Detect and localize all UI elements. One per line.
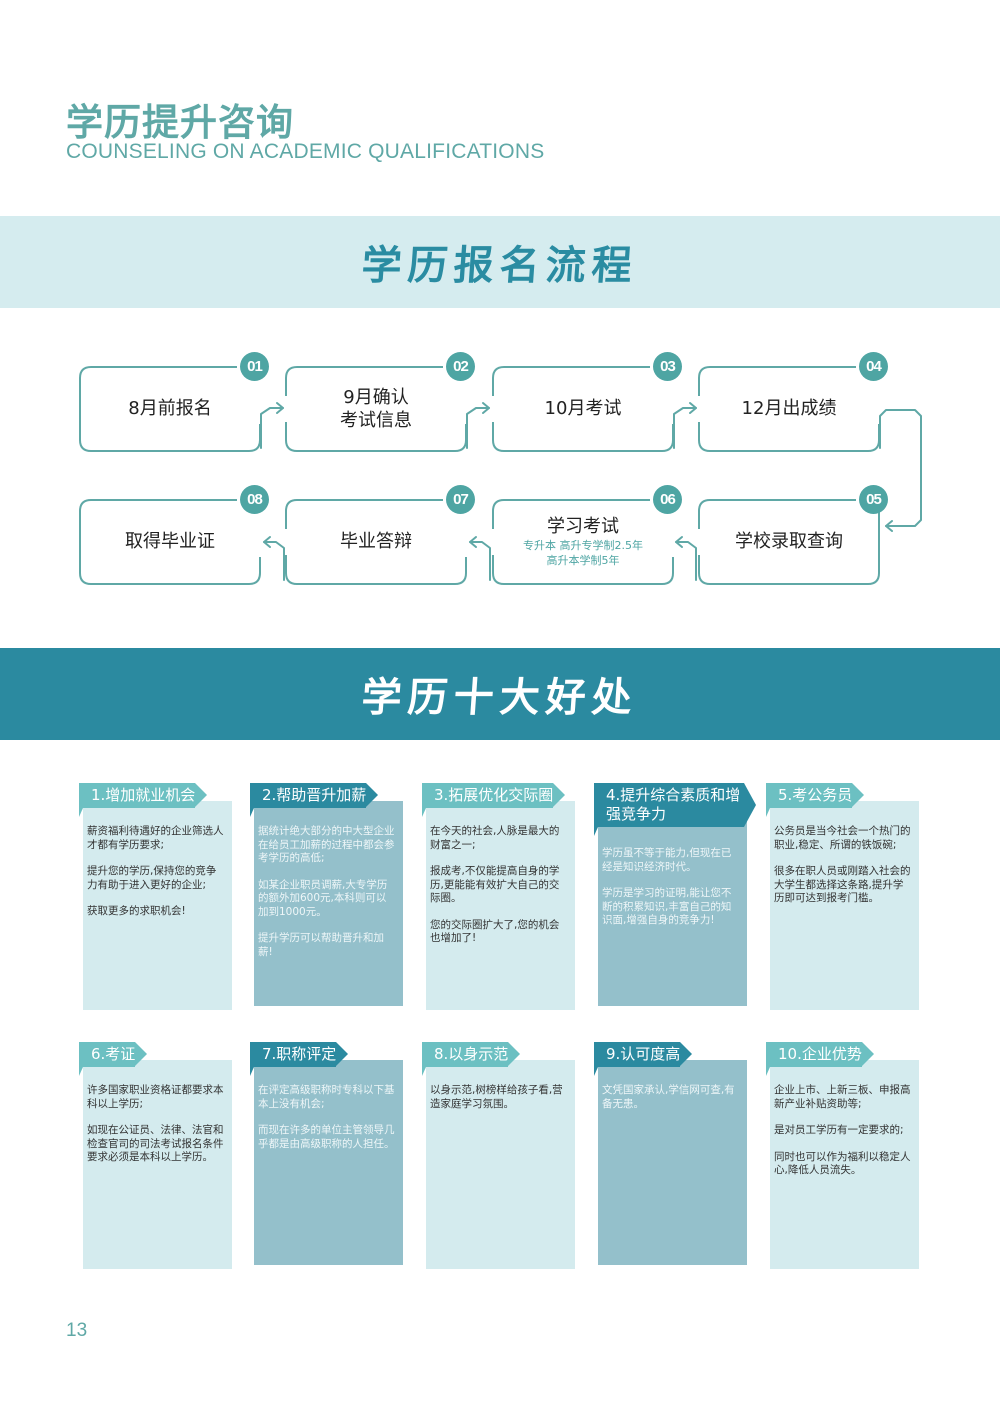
process-step-05: 05 学校录取查询 (698, 485, 888, 585)
process-step-02: 02 9月确认 考试信息 (285, 352, 475, 452)
benefit-card-title: 5.考公务员 (766, 783, 865, 817)
benefit-card-title: 2.帮助晋升加薪 (250, 783, 379, 817)
step-frame (285, 499, 467, 585)
step-frame (285, 366, 467, 452)
benefit-card-title: 4.提升综合素质和增强竞争力 (594, 783, 756, 836)
step-frame (79, 366, 261, 452)
step-label: 学校录取查询 (735, 531, 843, 553)
process-step-01: 01 8月前报名 (79, 352, 269, 452)
benefit-paragraph: 在今天的社会,人脉是最大的财富之一; (430, 825, 560, 851)
benefit-paragraph: 获取更多的求职机会! (87, 905, 186, 917)
step-label: 取得毕业证 (125, 531, 215, 553)
benefits-section-banner: 学历十大好处 (0, 648, 1000, 740)
benefit-paragraph: 很多在职人员或刚踏入社会的大学生都选择这条路,提升学历即可达到报考门槛。 (774, 865, 911, 904)
benefit-paragraph: 报成考,不仅能提高自身的学历,更能能有效扩大自己的交际圈。 (430, 865, 560, 904)
page-title: 学历提升咨询 (66, 101, 294, 144)
step-frame (698, 499, 880, 585)
step-sublabel-line1: 专升本 高升专学制2.5年 (523, 538, 643, 552)
benefit-card-title: 8.以身示范 (422, 1042, 521, 1076)
step-label-line2: 考试信息 (340, 410, 412, 431)
step-label: 12月出成绩 (741, 398, 837, 420)
benefit-card-title: 9.认可度高 (594, 1042, 693, 1076)
benefit-card-4: 4.提升综合素质和增强竞争力 学历虽不等于能力,但现在已经是知识经济时代。 学历… (594, 783, 756, 1006)
benefit-paragraph: 同时也可以作为福利以稳定人心,降低人员流失。 (774, 1150, 911, 1177)
page-number: 13 (66, 1320, 88, 1341)
step-label: 10月考试 (544, 398, 622, 420)
benefit-card-8: 8.以身示范 以身示范,树榜样给孩子看,营造家庭学习氛围。 (422, 1042, 575, 1269)
step-label: 学习考试 (547, 516, 619, 538)
process-section-banner: 学历报名流程 (0, 216, 1000, 308)
step-number-badge: 08 (240, 485, 269, 514)
benefit-card-title: 6.考证 (79, 1042, 148, 1076)
benefit-paragraph: 在评定高级职称时专科以下基本上没有机会; (258, 1084, 395, 1110)
step-frame (492, 366, 674, 452)
step-label: 毕业答辩 (340, 531, 412, 553)
process-step-06: 06 学习考试 专升本 高升专学制2.5年 高升本学制5年 (492, 485, 682, 585)
step-number-badge: 04 (859, 352, 888, 381)
benefit-card-9: 9.认可度高 文凭国家承认,学信网可查,有备无患。 (594, 1042, 747, 1265)
benefit-paragraph: 企业上市、上新三板、申报高新产业补贴资助等; (774, 1084, 911, 1110)
benefit-paragraph: 学历是学习的证明,能让您不断的积累知识,丰富自己的知识面,增强自身的竞争力! (602, 887, 732, 926)
benefit-card-title: 1.增加就业机会 (79, 783, 208, 817)
step-frame (698, 366, 880, 452)
benefit-card-title: 7.职称评定 (250, 1042, 349, 1076)
benefit-paragraph: 薪资福利待遇好的企业筛选人才都有学历要求; (87, 825, 224, 851)
benefit-card-1: 1.增加就业机会 薪资福利待遇好的企业筛选人才都有学历要求; 提升您的学历,保持… (79, 783, 232, 1010)
benefit-paragraph: 学历虽不等于能力,但现在已经是知识经济时代。 (602, 847, 732, 873)
process-step-07: 07 毕业答辩 (285, 485, 475, 585)
benefits-section-title: 学历十大好处 (360, 675, 640, 721)
benefit-paragraph: 公务员是当今社会一个热门的职业,稳定、所谓的铁饭碗; (774, 825, 911, 851)
process-step-04: 04 12月出成绩 (698, 352, 888, 452)
step-number-badge: 07 (446, 485, 475, 514)
process-step-03: 03 10月考试 (492, 352, 682, 452)
step-number-badge: 02 (446, 352, 475, 381)
benefit-paragraph: 提升学历可以帮助晋升和加薪! (258, 932, 384, 958)
benefit-paragraph: 如现在公证员、法律、法官和检查官司的司法考试报名条件要求必须是本科以上学历。 (87, 1124, 224, 1163)
step-number-badge: 03 (653, 352, 682, 381)
step-frame (492, 499, 674, 585)
benefit-card-5: 5.考公务员 公务员是当今社会一个热门的职业,稳定、所谓的铁饭碗; 很多在职人员… (766, 783, 919, 1010)
step-number-badge: 05 (859, 485, 888, 514)
page-subtitle: COUNSELING ON ACADEMIC QUALIFICATIONS (66, 140, 545, 163)
benefit-card-10: 10.企业优势 企业上市、上新三板、申报高新产业补贴资助等; 是对员工学历有一定… (766, 1042, 919, 1269)
benefit-paragraph: 如某企业职员调薪,大专学历的额外加600元,本科则可以加到1000元。 (258, 878, 388, 918)
benefit-card-3: 3.拓展优化交际圈 在今天的社会,人脉是最大的财富之一; 报成考,不仅能提高自身… (422, 783, 575, 1010)
step-number-badge: 06 (653, 485, 682, 514)
process-step-08: 08 取得毕业证 (79, 485, 269, 585)
benefit-paragraph: 以身示范,树榜样给孩子看,营造家庭学习氛围。 (430, 1084, 563, 1110)
benefit-card-2: 2.帮助晋升加薪 据统计绝大部分的中大型企业在给员工加薪的过程中都会参考学历的高… (250, 783, 403, 1006)
step-frame (79, 499, 261, 585)
benefit-paragraph: 您的交际圈扩大了,您的机会也增加了! (430, 918, 560, 945)
step-number-badge: 01 (240, 352, 269, 381)
benefit-paragraph: 而现在许多的单位主管领导几乎都是由高级职称的人担任。 (258, 1124, 395, 1150)
benefit-card-7: 7.职称评定 在评定高级职称时专科以下基本上没有机会; 而现在许多的单位主管领导… (250, 1042, 403, 1265)
step-label: 8月前报名 (128, 398, 212, 420)
benefit-card-title: 3.拓展优化交际圈 (422, 783, 566, 817)
step-sublabel-line2: 高升本学制5年 (546, 553, 620, 567)
benefit-paragraph: 文凭国家承认,学信网可查,有备无患。 (602, 1084, 735, 1110)
benefit-paragraph: 是对员工学历有一定要求的; (774, 1124, 904, 1136)
benefit-card-title: 10.企业优势 (766, 1042, 874, 1076)
step-label-line1: 9月确认 (343, 386, 409, 408)
benefit-paragraph: 提升您的学历,保持您的竞争力有助于进入更好的企业; (87, 865, 217, 891)
flow-connectors (260, 402, 922, 581)
benefit-card-6: 6.考证 许多国家职业资格证都要求本科以上学历; 如现在公证员、法律、法官和检查… (79, 1042, 232, 1269)
benefit-paragraph: 许多国家职业资格证都要求本科以上学历; (87, 1084, 224, 1110)
benefit-paragraph: 据统计绝大部分的中大型企业在给员工加薪的过程中都会参考学历的高低; (258, 825, 395, 864)
